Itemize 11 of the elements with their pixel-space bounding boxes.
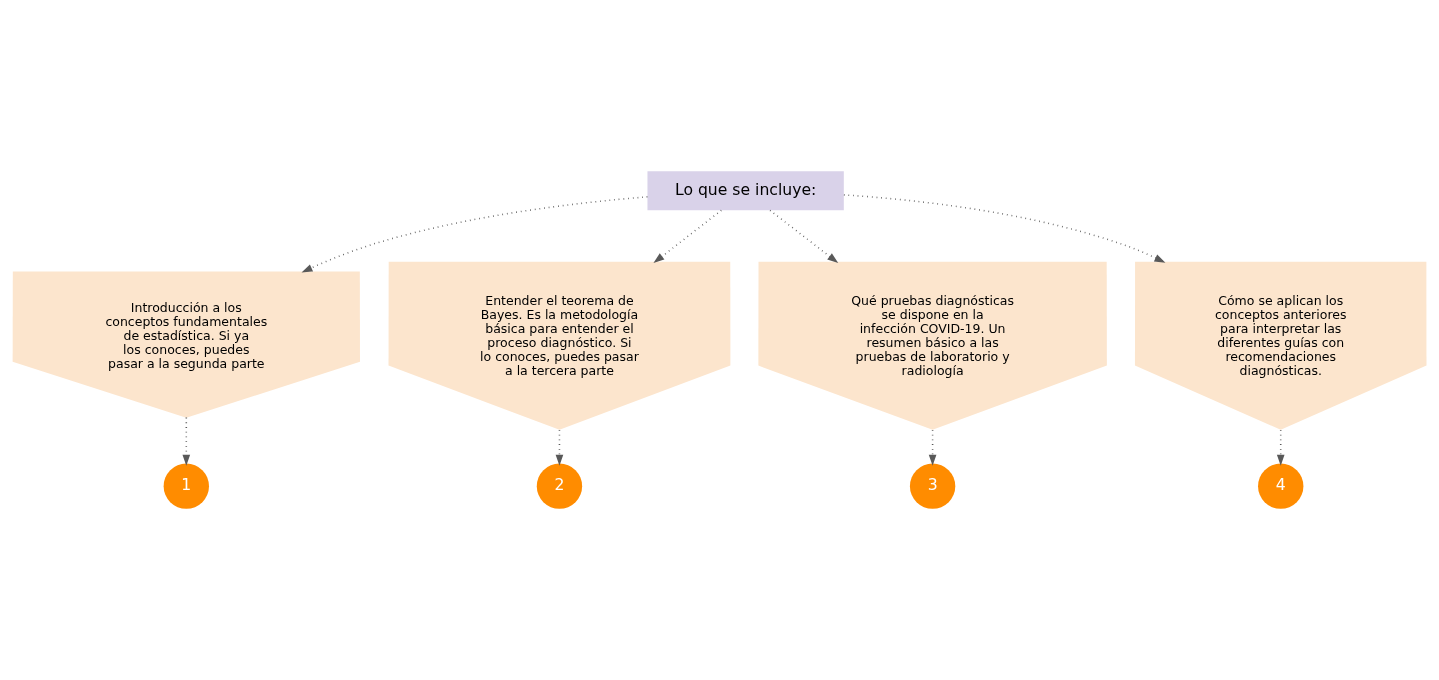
- node-circle: 2: [536, 463, 583, 509]
- node-circle: 1: [163, 463, 209, 509]
- arrow: [653, 209, 723, 264]
- arrow: [843, 194, 1166, 263]
- arrow: [555, 429, 564, 466]
- arrow: [928, 429, 937, 466]
- arrow: [1276, 429, 1285, 466]
- node-circle: 3: [909, 463, 956, 509]
- arrow: [769, 209, 839, 264]
- node-box: Lo que se incluye:: [647, 171, 844, 211]
- node-circle: 4: [1258, 463, 1304, 509]
